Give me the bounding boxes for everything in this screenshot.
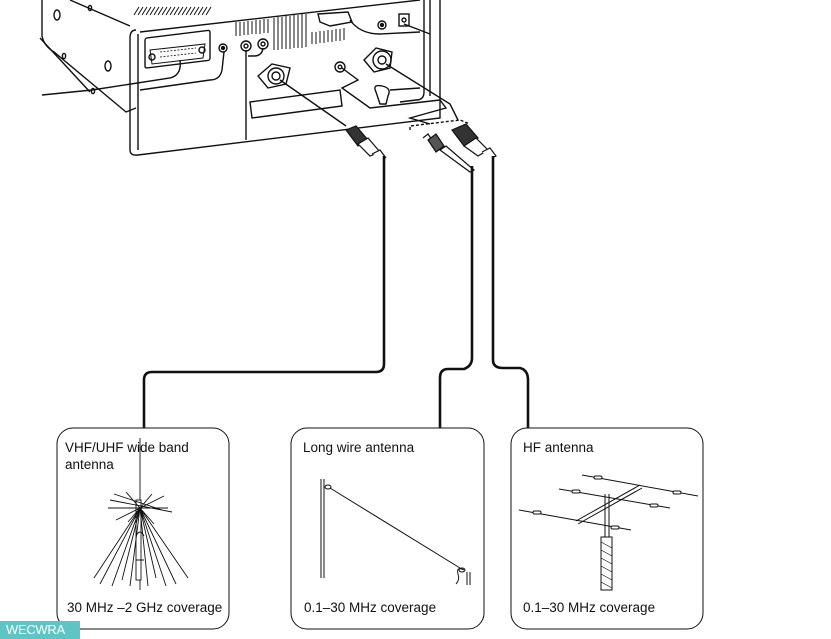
long-wire-rca-plug bbox=[422, 133, 476, 173]
internal-wire bbox=[349, 19, 421, 35]
rca-jack bbox=[257, 38, 269, 50]
side-screw bbox=[90, 87, 96, 95]
internal-wire bbox=[403, 23, 431, 35]
cables bbox=[142, 156, 530, 428]
antenna-coverage: 0.1–30 MHz coverage bbox=[523, 600, 655, 615]
cabinet-top-edge bbox=[69, 0, 131, 27]
rca-jack bbox=[240, 40, 252, 52]
rear-vents bbox=[235, 14, 345, 50]
rear-panel-top-line bbox=[139, 0, 421, 33]
remote-jack bbox=[218, 43, 228, 53]
antenna-panel-hf: HF antenna 0.1–30 MHz coverage bbox=[510, 427, 704, 630]
antenna-title: Long wire antenna bbox=[303, 440, 415, 455]
internal-wire bbox=[41, 59, 181, 96]
dc-jack bbox=[398, 13, 410, 27]
so239-jack bbox=[363, 47, 393, 73]
power-connector bbox=[317, 11, 353, 27]
rear-panel-frame bbox=[129, 0, 441, 156]
rear-inner-right bbox=[399, 0, 425, 103]
base-plate bbox=[407, 99, 448, 125]
dashed-bracket bbox=[409, 119, 471, 130]
antenna-coverage: 0.1–30 MHz coverage bbox=[304, 600, 436, 615]
panel-frame bbox=[56, 427, 230, 630]
antenna-title: VHF/UHF wide band bbox=[65, 440, 189, 455]
panel-frame bbox=[510, 427, 704, 630]
long-wire-jack bbox=[334, 61, 346, 73]
hf-pl259-plug bbox=[451, 123, 497, 159]
cable-long-wire bbox=[438, 166, 474, 428]
db25-connector bbox=[144, 29, 211, 69]
long-wire-antenna-icon bbox=[320, 479, 471, 585]
ground-terminal bbox=[374, 84, 390, 105]
top-jack bbox=[377, 20, 387, 30]
side-screw bbox=[87, 4, 93, 12]
receiver-cabinet bbox=[39, 0, 471, 156]
hf-lead bbox=[385, 63, 459, 121]
antenna-panel-long-wire: Long wire antenna 0.1–30 MHz coverage bbox=[290, 427, 485, 630]
vhf-lead bbox=[279, 79, 347, 127]
vhf-uhf-n-connector bbox=[345, 125, 387, 159]
cable-hf bbox=[491, 156, 530, 428]
internal-wire bbox=[389, 87, 421, 91]
internal-wire bbox=[248, 47, 264, 57]
top-vents bbox=[133, 6, 212, 16]
antenna-title: HF antenna bbox=[523, 440, 594, 455]
label-plate bbox=[249, 89, 343, 119]
internal-wire bbox=[139, 51, 225, 91]
coax-leads bbox=[279, 63, 459, 127]
discone-antenna-icon bbox=[93, 438, 189, 590]
antenna-coverage: 30 MHz –2 GHz coverage bbox=[67, 600, 222, 615]
cable-vhf-uhf bbox=[142, 156, 386, 428]
antenna-title-line2: antenna bbox=[65, 457, 114, 472]
side-screw bbox=[61, 52, 67, 60]
antenna-panel-vhf-uhf: VHF/UHF wide band antenna 30 MHz –2 GHz … bbox=[56, 427, 230, 630]
side-foot-hole bbox=[53, 9, 61, 21]
yagi-antenna-icon bbox=[518, 474, 699, 591]
internal-wire bbox=[340, 67, 441, 109]
cabinet-side-mid bbox=[39, 37, 91, 93]
n-type-jack bbox=[257, 63, 291, 89]
side-foot-hole bbox=[104, 60, 112, 72]
watermark-badge: WECWRA bbox=[0, 621, 80, 639]
panel-frame bbox=[290, 427, 485, 630]
